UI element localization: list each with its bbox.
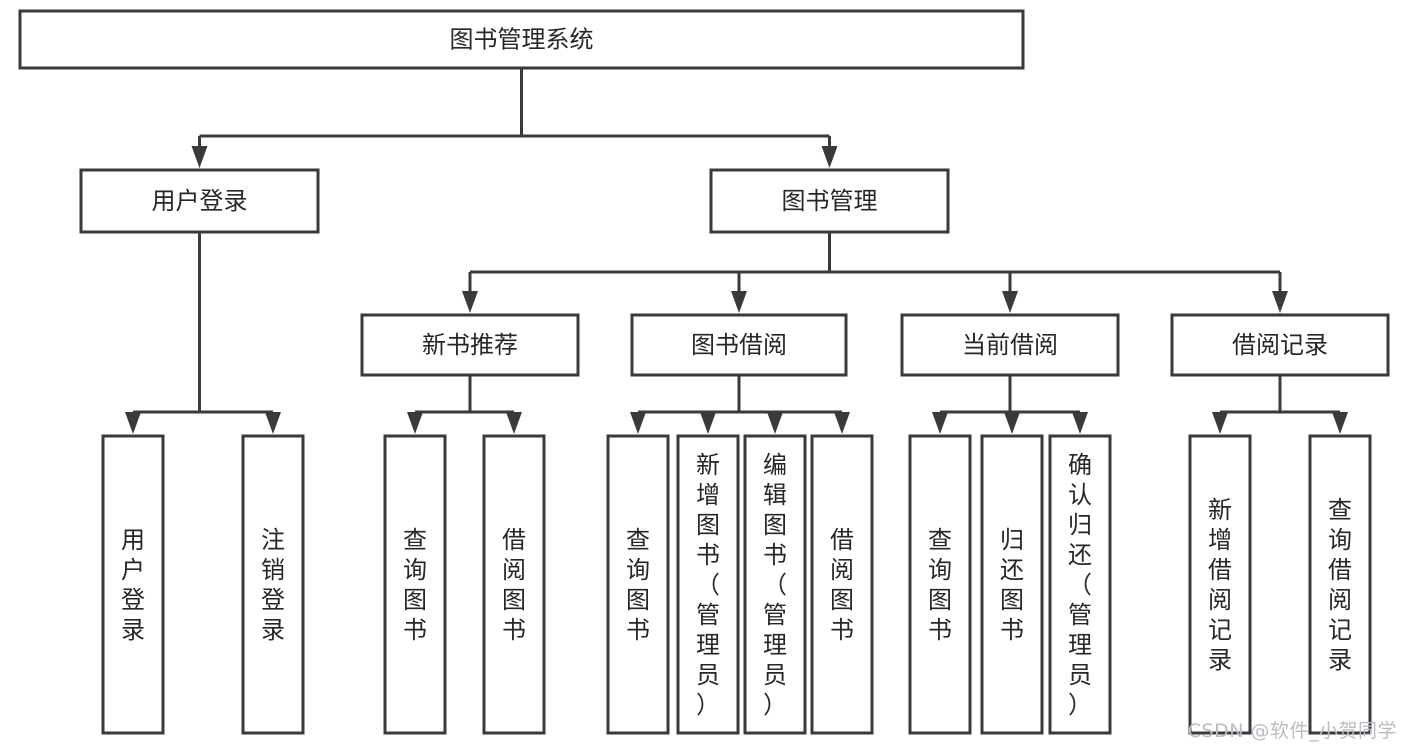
node-leaf-borrow-book-2[interactable] bbox=[810, 434, 874, 735]
arrow-head bbox=[506, 412, 522, 434]
arrow-head bbox=[821, 146, 838, 168]
connector-layer bbox=[125, 68, 1348, 434]
node-leaf-confirm-return-label: 确认归还（管理员） bbox=[1068, 451, 1092, 719]
node-leaf-query-book-1[interactable] bbox=[383, 434, 447, 735]
arrow-head bbox=[630, 412, 646, 434]
node-leaf-borrow-book-2-label: 借阅图书 bbox=[830, 526, 854, 644]
node-user-login-label: 用户登录 bbox=[152, 187, 248, 215]
node-root[interactable] bbox=[18, 9, 1025, 70]
arrow-head bbox=[407, 412, 423, 434]
node-leaf-query-book-3-label: 查询图书 bbox=[928, 526, 952, 644]
arrow-head bbox=[191, 146, 208, 168]
node-leaf-add-book[interactable] bbox=[676, 434, 740, 735]
arrow-head bbox=[932, 412, 948, 434]
arrow-head bbox=[125, 412, 141, 434]
arrow-head bbox=[1072, 412, 1088, 434]
node-borrow-record[interactable] bbox=[1170, 313, 1390, 377]
node-book-manage-label: 图书管理 bbox=[782, 187, 878, 215]
node-leaf-query-record[interactable] bbox=[1308, 434, 1372, 735]
arrow-head bbox=[265, 412, 281, 434]
arrow-head bbox=[767, 412, 783, 434]
node-borrow-record-label: 借阅记录 bbox=[1232, 331, 1328, 359]
node-book-borrow[interactable] bbox=[630, 313, 848, 377]
watermark-text: CSDN @软件_小贺同学 bbox=[1187, 720, 1397, 742]
node-leaf-confirm-return[interactable] bbox=[1048, 434, 1112, 735]
arrow-head bbox=[1272, 291, 1288, 313]
node-leaf-user-login-label: 用户登录 bbox=[121, 526, 145, 644]
node-leaf-query-book-2-label: 查询图书 bbox=[626, 526, 650, 644]
node-leaf-add-record-label: 新增借阅记录 bbox=[1208, 496, 1232, 674]
arrow-head bbox=[834, 412, 850, 434]
node-leaf-borrow-book-1-label: 借阅图书 bbox=[502, 526, 526, 644]
node-current-borrow[interactable] bbox=[900, 313, 1120, 377]
node-user-login[interactable] bbox=[79, 168, 320, 234]
arrow-head bbox=[1004, 412, 1020, 434]
node-leaf-user-login[interactable] bbox=[101, 434, 165, 735]
node-leaf-return-book-label: 归还图书 bbox=[1000, 526, 1024, 644]
node-leaf-logout-login[interactable] bbox=[241, 434, 305, 735]
node-leaf-query-book-1-label: 查询图书 bbox=[403, 526, 427, 644]
node-leaf-query-book-3[interactable] bbox=[908, 434, 972, 735]
arrow-head bbox=[1212, 412, 1228, 434]
arrow-head bbox=[731, 291, 747, 313]
node-book-manage[interactable] bbox=[709, 168, 950, 234]
node-layer: 图书管理系统用户登录图书管理新书推荐图书借阅当前借阅借阅记录用户登录注销登录查询… bbox=[18, 9, 1390, 735]
arrow-head bbox=[700, 412, 716, 434]
node-root-label: 图书管理系统 bbox=[450, 26, 594, 54]
node-leaf-edit-book[interactable] bbox=[743, 434, 807, 735]
node-leaf-return-book[interactable] bbox=[980, 434, 1044, 735]
node-leaf-logout-login-label: 注销登录 bbox=[261, 526, 285, 644]
node-leaf-edit-book-label: 编辑图书（管理员） bbox=[763, 451, 787, 719]
node-new-book-recommend[interactable] bbox=[360, 313, 580, 377]
node-current-borrow-label: 当前借阅 bbox=[962, 331, 1058, 359]
arrow-head bbox=[462, 291, 478, 313]
node-leaf-query-record-label: 查询借阅记录 bbox=[1328, 496, 1352, 674]
arrow-head bbox=[1332, 412, 1348, 434]
arrow-head bbox=[1002, 291, 1018, 313]
node-leaf-query-book-2[interactable] bbox=[606, 434, 670, 735]
node-leaf-add-book-label: 新增图书（管理员） bbox=[696, 451, 720, 719]
node-book-borrow-label: 图书借阅 bbox=[691, 331, 787, 359]
node-new-book-recommend-label: 新书推荐 bbox=[422, 331, 518, 359]
node-leaf-borrow-book-1[interactable] bbox=[482, 434, 546, 735]
node-leaf-add-record[interactable] bbox=[1188, 434, 1252, 735]
